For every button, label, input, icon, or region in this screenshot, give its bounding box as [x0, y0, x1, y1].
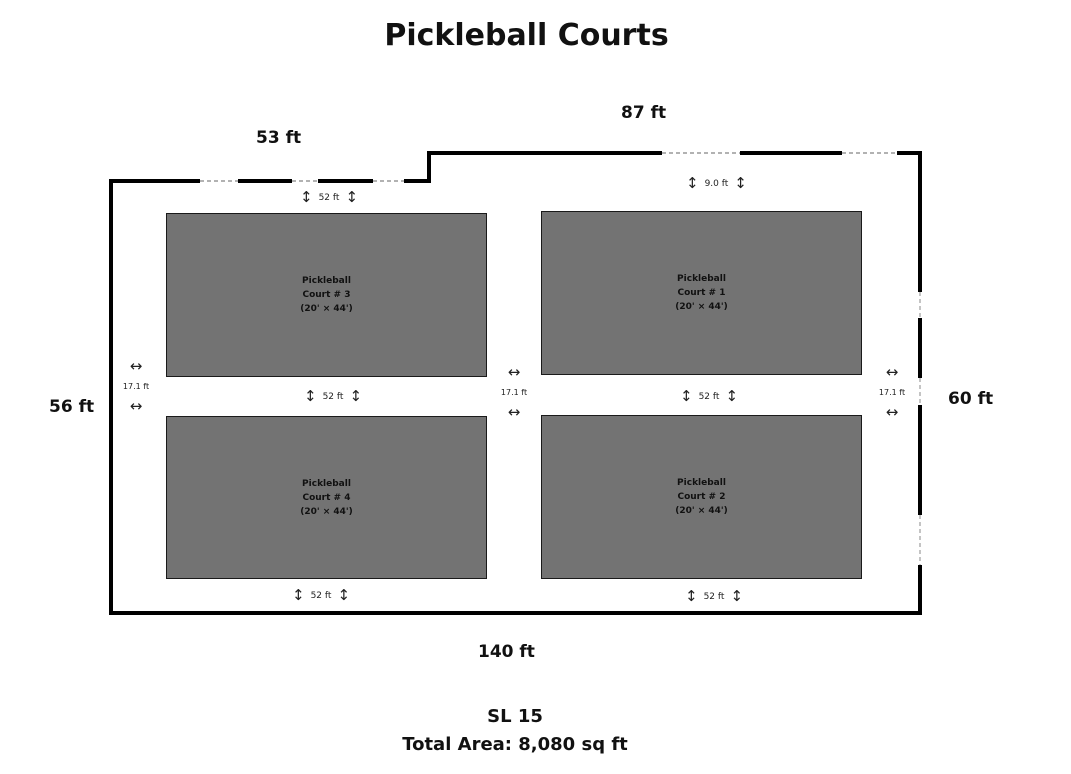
court-label-line3: (20' × 44') [675, 506, 728, 516]
horizontal-arrow-icon: ↔ [507, 403, 521, 421]
space-label: SL 15 [487, 706, 543, 727]
vertical-arrow-icon: ↕ [680, 387, 693, 405]
court-label-line3: (20' × 44') [300, 304, 353, 314]
vertical-arrow-icon: ↕ [292, 586, 305, 604]
spacing-side-center: ↔ 17.1 ft ↔ [500, 363, 528, 421]
court-label-line2: Court # 4 [302, 492, 351, 503]
vertical-arrow-icon: ↕ [300, 188, 313, 206]
spacing-side-right: ↔ 17.1 ft ↔ [878, 363, 906, 421]
court-2: Pickleball Court # 2 (20' × 44') [541, 415, 862, 579]
vertical-arrow-icon: ↕ [686, 174, 699, 192]
page-title: Pickleball Courts [384, 18, 669, 53]
vertical-arrow-icon: ↕ [734, 174, 747, 192]
spacing-bottom-right: ↕ 52 ft ↕ [685, 587, 744, 605]
vertical-arrow-icon: ↕ [730, 587, 744, 605]
vertical-arrow-icon: ↕ [304, 387, 317, 405]
dimension-left: 56 ft [49, 397, 95, 417]
court-4: Pickleball Court # 4 (20' × 44') [166, 416, 487, 579]
court-label-line1: Pickleball [302, 478, 351, 489]
spacing-bottom-left: ↕ 52 ft ↕ [292, 586, 351, 604]
spacing-middle-left: ↕ 52 ft ↕ [304, 387, 363, 405]
court-3: Pickleball Court # 3 (20' × 44') [166, 213, 487, 377]
court-label-line1: Pickleball [302, 276, 351, 286]
dimension-right: 60 ft [948, 389, 994, 409]
total-area: Total Area: 8,080 sq ft [402, 734, 628, 755]
spacing-top-right: ↕ 9.0 ft ↕ [686, 174, 747, 192]
court-label-line2: Court # 2 [677, 492, 726, 502]
horizontal-arrow-icon: ↔ [885, 363, 899, 381]
dimension-bottom: 140 ft [478, 642, 535, 662]
vertical-arrow-icon: ↕ [337, 586, 351, 604]
court-label-line2: Court # 1 [677, 288, 726, 298]
court-label-line2: Court # 3 [302, 290, 351, 300]
court-label-line3: (20' × 44') [300, 506, 353, 517]
horizontal-arrow-icon: ↔ [129, 397, 143, 415]
horizontal-arrow-icon: ↔ [507, 363, 521, 381]
dimension-top-left: 53 ft [256, 128, 302, 148]
vertical-arrow-icon: ↕ [725, 387, 739, 405]
court-label-line1: Pickleball [677, 274, 726, 284]
spacing-middle-right: ↕ 52 ft ↕ [680, 387, 739, 405]
dimension-top-right: 87 ft [621, 103, 667, 123]
vertical-arrow-icon: ↕ [685, 587, 698, 605]
court-label-line3: (20' × 44') [675, 302, 728, 312]
court-1: Pickleball Court # 1 (20' × 44') [541, 211, 862, 375]
court-label-line1: Pickleball [677, 478, 726, 488]
spacing-side-left: ↔ 17.1 ft ↔ [122, 357, 150, 415]
horizontal-arrow-icon: ↔ [129, 357, 143, 375]
horizontal-arrow-icon: ↔ [885, 403, 899, 421]
spacing-top-left: ↕ 52 ft ↕ [300, 188, 359, 206]
vertical-arrow-icon: ↕ [345, 188, 359, 206]
vertical-arrow-icon: ↕ [349, 387, 363, 405]
